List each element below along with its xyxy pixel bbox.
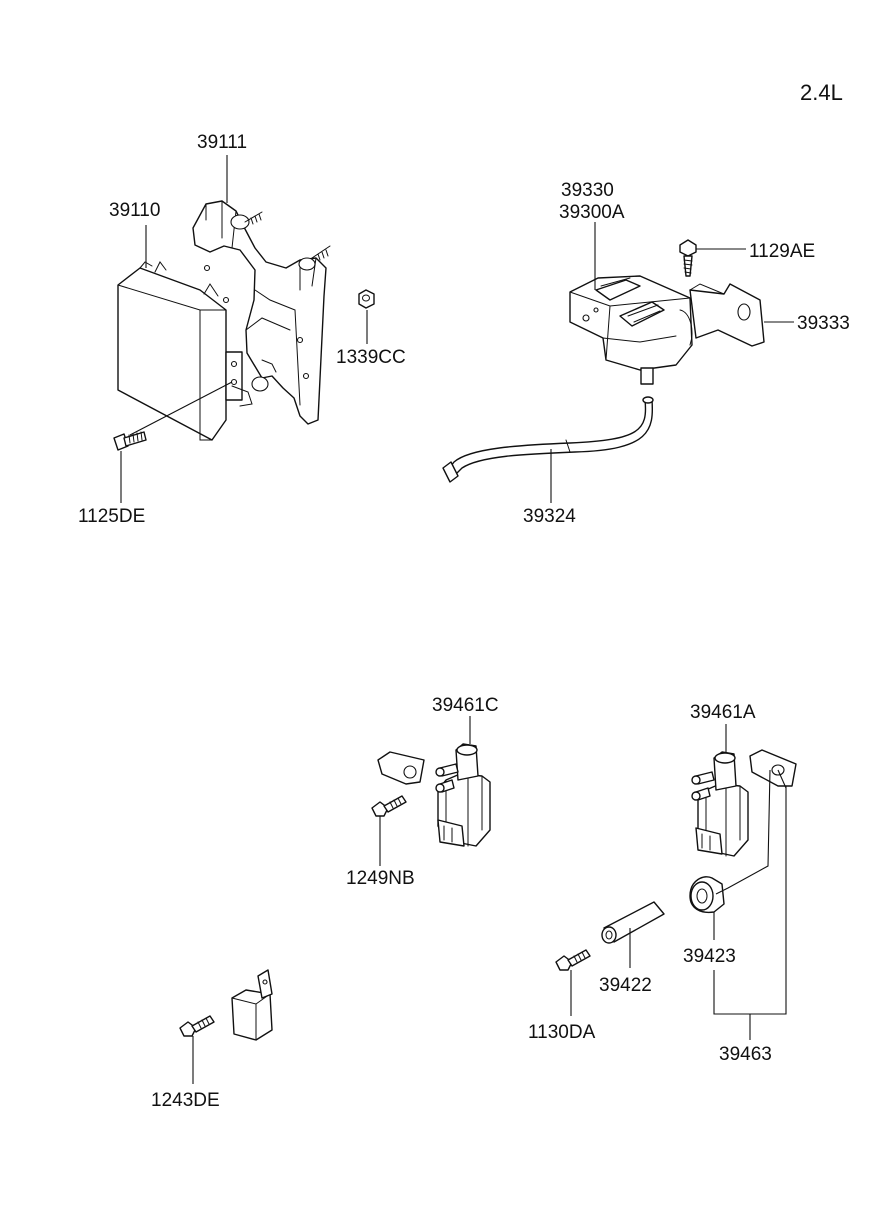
ecu-mount-hole — [230, 360, 238, 368]
callout-39461C: 39461C — [432, 695, 499, 716]
callout-39110: 39110 — [109, 200, 160, 221]
hose-39422[interactable] — [601, 901, 665, 944]
leader-1125DE-ecu — [129, 381, 233, 436]
bracket-hole — [203, 264, 211, 272]
valve-39461C[interactable] — [435, 743, 491, 847]
callout-39330: 39330 — [561, 180, 614, 201]
callout-39111: 39111 — [197, 132, 247, 153]
callout-1339CC: 1339CC — [336, 347, 406, 368]
engine-variant-label: 2.4L — [800, 80, 843, 105]
callout-39461A: 39461A — [690, 702, 756, 723]
screw-1125DE[interactable] — [113, 431, 147, 451]
screw-1129AE[interactable] — [679, 239, 697, 277]
ecu-mount-tab — [225, 351, 243, 401]
screw-1249NB[interactable] — [371, 795, 407, 817]
sensor-hole — [593, 307, 599, 313]
callout-39422: 39422 — [599, 975, 652, 996]
leader-39463-bracket — [715, 769, 771, 895]
ecu-module-39110[interactable] — [117, 261, 253, 441]
bracket-slot — [230, 214, 250, 230]
callout-1243DE: 1243DE — [151, 1090, 220, 1111]
bracket-hole — [737, 303, 751, 321]
nut-1339CC[interactable] — [358, 289, 375, 309]
screw-1243DE[interactable] — [179, 1015, 215, 1037]
ecu-mount-hole — [230, 378, 238, 386]
valve-39461A[interactable] — [691, 751, 749, 857]
bracket-stud — [244, 211, 263, 225]
bracket-hole — [222, 296, 230, 304]
hose-end — [442, 461, 459, 483]
bracket-hole — [296, 336, 304, 344]
hose-39324[interactable] — [442, 396, 654, 483]
bracket-39111[interactable] — [192, 200, 331, 425]
sensor-port — [640, 367, 654, 385]
callout-1249NB: 1249NB — [346, 868, 415, 889]
grommet-39423[interactable] — [689, 876, 725, 914]
callout-1129AE: 1129AE — [749, 241, 815, 262]
bracket-39461A[interactable] — [749, 749, 797, 787]
bracket-hole — [403, 765, 417, 779]
callout-39324: 39324 — [523, 506, 576, 527]
callout-39423: 39423 — [683, 946, 736, 967]
callout-39333: 39333 — [797, 313, 850, 334]
relay-tab-hole — [262, 979, 268, 985]
bracket-39461C[interactable] — [377, 751, 425, 785]
bracket-39333[interactable] — [689, 283, 765, 347]
relay-1243DE-group[interactable] — [231, 969, 273, 1041]
callout-39463: 39463 — [719, 1044, 772, 1065]
screw-1130DA[interactable] — [555, 949, 591, 971]
bracket-slot — [251, 376, 269, 392]
sensor-connector — [595, 279, 641, 301]
sensor-label-window — [619, 301, 665, 327]
callout-1130DA: 1130DA — [528, 1022, 596, 1043]
leader-39461A-bracket — [777, 769, 787, 789]
bracket-hole — [302, 372, 310, 380]
sensor-hole — [582, 314, 590, 322]
bracket-slot — [298, 257, 316, 271]
callout-1125DE: 1125DE — [78, 506, 145, 527]
callout-39300A: 39300A — [559, 202, 625, 223]
sensor-39330[interactable] — [569, 275, 693, 385]
bracket-stud — [311, 245, 331, 261]
hose-end — [642, 396, 654, 404]
